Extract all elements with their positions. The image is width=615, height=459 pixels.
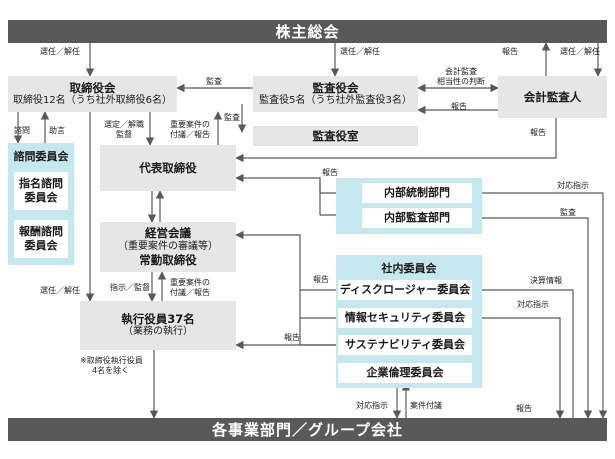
- label-report-bu: 報告: [516, 404, 532, 413]
- board-title: 取締役会: [69, 80, 116, 95]
- internal-control-dept: 内部統制部門: [362, 183, 472, 203]
- label-report-shareholders: 報告: [502, 47, 518, 56]
- label-report-to-audit: 報告: [451, 102, 467, 111]
- label-settlement-info: 決算情報: [530, 276, 562, 285]
- label-advice: 助言: [49, 126, 65, 135]
- label-audit-board: 監査: [206, 77, 222, 86]
- label-report-acct-rep: 報告: [530, 128, 546, 137]
- disclosure-committee: ディスクロージャー委員会: [338, 280, 472, 300]
- audit-board-title: 監査役会: [312, 80, 359, 95]
- label-countermeasure-1: 対応指示: [557, 181, 589, 190]
- label-agenda: 案件付議: [410, 401, 442, 410]
- label-elect-accountant: 選任／解任: [560, 47, 600, 56]
- label-countermeasure-3: 対応指示: [356, 401, 388, 410]
- board-sub: 取締役12名（うち社外取締役6名）: [12, 94, 173, 106]
- label-audit-ia: 監査: [560, 208, 576, 217]
- representative-director: 代表取締役: [100, 145, 236, 191]
- audit-board: 監査役会 監査役5名（うち社外監査役3名）: [253, 76, 418, 112]
- label-inquiry: 諮問: [14, 126, 30, 135]
- board-of-directors: 取締役会 取締役12名（うち社外取締役6名）: [8, 76, 177, 112]
- advisory-title: 諮問委員会: [13, 150, 69, 163]
- ethics-committee: 企業倫理委員会: [338, 363, 472, 383]
- infosec-committee: 情報セキュリティ委員会: [338, 308, 472, 328]
- label-instruct: 指示／監督: [110, 283, 150, 292]
- remuneration-committee: 報酬諮問 委員会: [14, 220, 68, 258]
- label-important-matters-1: 重要案件の 付議／報告: [170, 120, 210, 139]
- label-countermeasure-2: 対応指示: [517, 300, 549, 309]
- label-report-exec: 報告: [284, 333, 300, 342]
- internal-audit-dept: 内部監査部門: [362, 208, 472, 228]
- business-units: 各事業部門／グループ会社: [8, 418, 607, 441]
- label-elect-board: 選任／解任: [40, 47, 80, 56]
- label-elect-exec: 選任／解任: [40, 286, 80, 295]
- nomination-committee: 指名諮問 委員会: [14, 172, 68, 210]
- sustainability-committee: サステナビリティ委員会: [338, 335, 472, 355]
- label-report-committees: 報告: [313, 275, 329, 284]
- label-audit-rep: 監査: [224, 113, 240, 122]
- label-select-supervise: 選定／解職 監督: [104, 120, 144, 139]
- management-meeting: 経営会議 （重要案件の審議等） 常勤取締役: [100, 222, 236, 272]
- accounting-auditor: 会計監査人: [498, 76, 607, 118]
- label-important-matters-2: 重要案件の 付議／報告: [170, 278, 210, 297]
- label-report-ic: 報告: [322, 168, 338, 177]
- executive-officers: 執行役員37名 （業務の執行）: [80, 301, 236, 350]
- label-elect-audit: 選任／解任: [340, 47, 380, 56]
- label-accounting-audit: 会計監査 相当性の判断: [437, 67, 485, 86]
- audit-board-office: 監査役室: [253, 126, 418, 146]
- executive-note: ※取締役執行役員 4名を除く: [80, 356, 143, 375]
- shareholders-meeting: 株主総会: [8, 20, 607, 43]
- committees-title: 社内委員会: [381, 262, 437, 275]
- audit-board-sub: 監査役5名（うち社外監査役3名）: [259, 94, 412, 106]
